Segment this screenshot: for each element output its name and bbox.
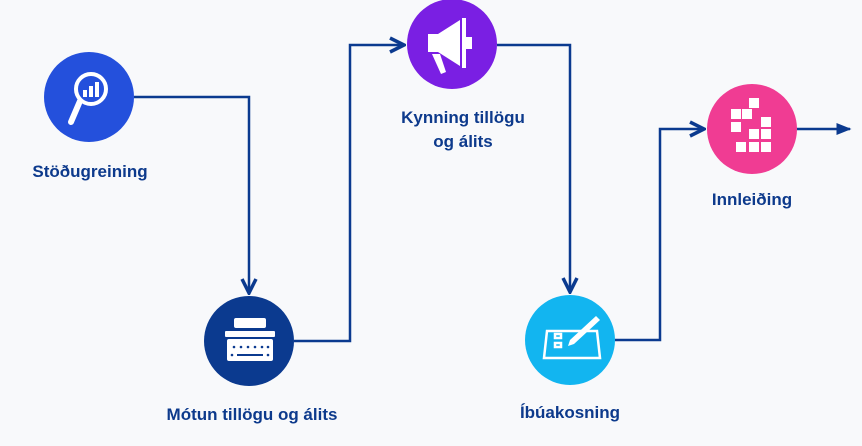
step-5-label: Innleiðing: [711, 190, 793, 209]
magnifier-chart-icon: [68, 72, 108, 125]
step-1-label: Stöðugreining: [32, 162, 148, 181]
step-5-node: [707, 84, 797, 174]
step-2-node: [204, 296, 294, 386]
step-3-label: Kynning tillögu og álits: [401, 106, 525, 154]
ballot-pencil-icon: [542, 316, 602, 360]
typewriter-icon: [225, 318, 275, 361]
connector-4-5: [615, 129, 704, 342]
step-3-label-line2: og álits: [433, 132, 493, 151]
step-4-label: Íbúakosning: [519, 403, 621, 422]
blocks-icon: [731, 98, 771, 152]
megaphone-icon: [428, 18, 472, 74]
step-4-node: [525, 295, 615, 385]
connector-2-3: [294, 45, 404, 343]
step-1-node: [44, 52, 134, 142]
connector-3-4: [497, 43, 570, 292]
step-3-label-line1: Kynning tillögu: [401, 108, 525, 127]
connector-1-2: [134, 95, 249, 293]
step-2-label: Mótun tillögu og álits: [166, 405, 338, 424]
step-3-node: [407, 0, 497, 89]
